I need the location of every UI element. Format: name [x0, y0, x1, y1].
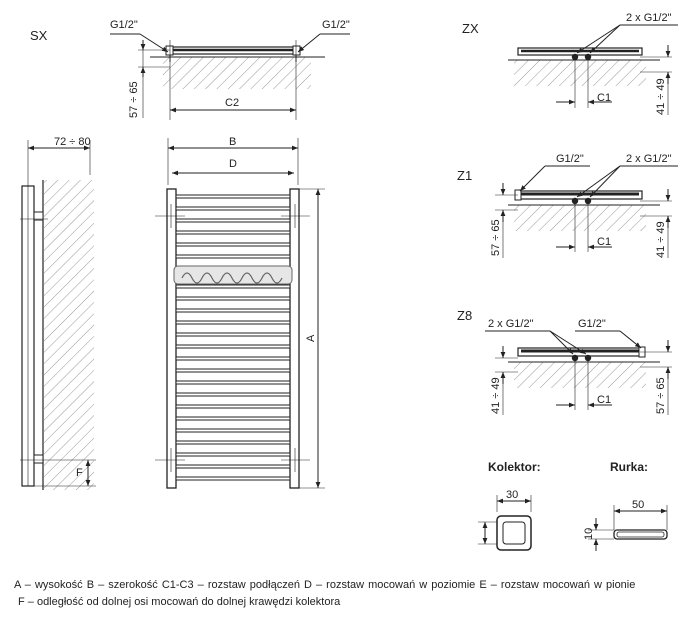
section-label-zx: ZX [462, 21, 479, 36]
z8-g12x2-label: 2 x G1/2" [488, 318, 534, 330]
zx-dim-c1: C1 [597, 92, 611, 104]
zx-view: ZX C1 2 x G1/2" 41 ÷ 49 [462, 12, 678, 115]
sx-dim-c2: C2 [225, 97, 239, 109]
zx-wall-hatch [514, 60, 646, 86]
z1-leader-left [519, 165, 546, 192]
z1-dim-57-65: 57 ÷ 65 [490, 219, 502, 256]
z8-view: Z8 C1 2 x G1/2" G1/2" 41 ÷ 49 57 ÷ 65 [457, 308, 672, 415]
front-dim-a: A [305, 334, 317, 342]
zx-pipe-2 [584, 53, 592, 61]
front-dim-d: D [229, 158, 237, 170]
z1-wall-hatch [514, 205, 646, 231]
g12-right-label: G1/2" [322, 19, 350, 31]
side-view: 72 ÷ 80 F [20, 136, 96, 490]
z8-dim-57-65: 57 ÷ 65 [655, 377, 667, 414]
z8-g12-label: G1/2" [578, 318, 606, 330]
zx-pipe-1 [571, 53, 579, 61]
z1-view: Z1 C1 G1/2" 2 x G1/2" 57 ÷ 65 41 ÷ 49 [457, 153, 678, 258]
side-wall-hatch [44, 180, 94, 490]
zx-leader-1 [576, 24, 621, 54]
z8-leader-left-2 [549, 330, 587, 355]
heater-element [173, 265, 293, 285]
rurka-detail: Rurka: 50 10 [583, 460, 668, 551]
front-view: B D [155, 136, 325, 489]
zx-leader-2 [589, 24, 621, 54]
z1-g12-label: G1/2" [556, 153, 584, 165]
heater-coil [181, 272, 283, 284]
z1-g12x2-label: 2 x G1/2" [626, 153, 672, 165]
z1-leader-right-1 [576, 165, 621, 198]
kolektor-title: Kolektor: [488, 460, 541, 474]
z8-leader-left-1 [549, 330, 574, 355]
wall-hatch [163, 57, 311, 89]
legend-line-1: A – wysokość B – szerokość C1-C3 – rozst… [14, 579, 636, 591]
front-tubes [175, 194, 291, 481]
kolektor-dim: 30 [506, 489, 518, 501]
zx-g12x2-label: 2 x G1/2" [626, 12, 672, 24]
g12-left-label: G1/2" [110, 19, 138, 31]
z8-dim-41-49: 41 ÷ 49 [490, 377, 502, 414]
z8-dim-c1: C1 [597, 394, 611, 406]
z8-pipe-2 [584, 354, 592, 362]
z8-pipe-1 [571, 354, 579, 362]
zx-dim-41-49: 41 ÷ 49 [655, 78, 667, 115]
side-dim-72-80: 72 ÷ 80 [54, 136, 91, 148]
front-dim-b: B [229, 136, 236, 148]
kolektor-detail: Kolektor: 30 [478, 460, 541, 551]
z1-pipe-2 [584, 197, 592, 205]
kol-profile-inner [502, 521, 526, 545]
sx-dim-57-65: 57 ÷ 65 [128, 81, 140, 118]
collector-right [292, 45, 301, 56]
front-collector-right [289, 188, 300, 489]
z1-pipe-1 [571, 197, 579, 205]
z1-leader-right-2 [589, 165, 621, 198]
sx-top-view: SX G1/2" G1/2" 57 ÷ 65 C2 [30, 19, 350, 120]
side-bracket-bottom [33, 454, 44, 464]
z8-leader-right [619, 330, 642, 349]
collector-left [165, 45, 174, 56]
legend-line-2: F – odległość od dolnej osi mocowań do d… [18, 596, 341, 608]
section-label-z8: Z8 [457, 308, 472, 323]
rurka-width: 50 [632, 499, 644, 511]
rurka-height: 10 [583, 528, 595, 540]
leader-g12-left [139, 33, 169, 53]
z8-wall-hatch [514, 362, 646, 388]
side-bracket-top [33, 211, 44, 221]
front-collector-left [166, 188, 177, 489]
rurka-profile-inner [616, 531, 665, 538]
leader-g12-right [297, 33, 321, 53]
side-dim-f: F [76, 467, 83, 479]
section-label-sx: SX [30, 28, 48, 43]
section-label-z1: Z1 [457, 168, 472, 183]
z1-dim-c1: C1 [597, 236, 611, 248]
rurka-title: Rurka: [610, 460, 648, 474]
z1-dim-41-49: 41 ÷ 49 [655, 221, 667, 258]
